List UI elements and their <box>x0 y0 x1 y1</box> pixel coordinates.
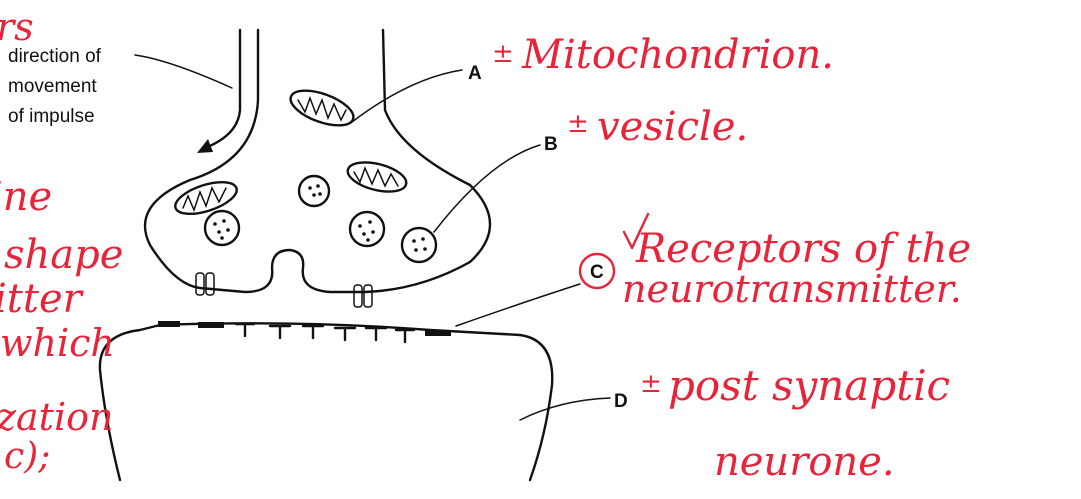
postsynaptic-membrane <box>100 323 552 480</box>
mitochondrion-1 <box>286 84 358 133</box>
arrow-head <box>197 139 213 153</box>
answer-d-line-2: neurone. <box>714 439 895 485</box>
presynaptic-channel-2 <box>354 285 372 307</box>
pointer-d <box>520 398 610 420</box>
presynaptic-channel-1 <box>196 273 214 295</box>
margin-text-5: which <box>0 321 115 365</box>
margin-text-4: itter <box>0 276 85 322</box>
label-d: D <box>614 391 628 412</box>
answer-a: Mitochondrion. <box>521 32 834 78</box>
vesicle-2 <box>205 211 239 245</box>
margin-text-2: ine <box>0 174 52 220</box>
impulse-direction-arrow <box>205 30 240 148</box>
vesicle-3 <box>350 212 384 246</box>
mitochondrion-2 <box>345 157 410 197</box>
label-b: B <box>544 134 558 155</box>
margin-text-6: zation <box>0 395 113 439</box>
margin-text-1: rs <box>0 5 34 49</box>
pointer-a <box>352 70 462 122</box>
direction-label-line-3: of impulse <box>8 106 95 127</box>
vesicle-4 <box>402 228 436 262</box>
tick-d: ± <box>640 369 662 399</box>
vesicle-1 <box>299 176 329 206</box>
pointer-c <box>456 284 580 326</box>
direction-label-line-1: direction of <box>8 46 102 67</box>
direction-label-line-2: movement <box>8 76 97 97</box>
answer-d-line-1: post synaptic <box>668 361 950 410</box>
answer-b: vesicle. <box>597 104 748 150</box>
margin-text-3: shape <box>4 232 123 278</box>
label-a: A <box>468 63 482 84</box>
tick-a: ± <box>492 39 514 69</box>
presynaptic-membrane <box>145 30 490 292</box>
margin-text-7: c); <box>4 436 50 477</box>
label-c: C <box>590 262 604 283</box>
answer-c-line-1: Receptors of the <box>635 226 971 272</box>
tick-b: ± <box>567 109 589 139</box>
answer-c-line-2: neurotransmitter. <box>622 267 962 311</box>
pointer-b <box>434 145 540 232</box>
pointer-direction <box>135 55 232 88</box>
